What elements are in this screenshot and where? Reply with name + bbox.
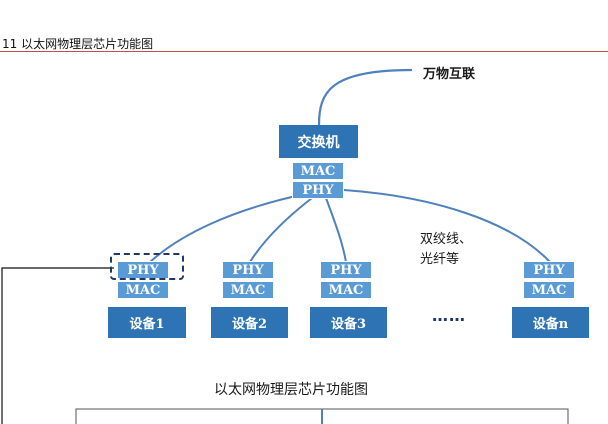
device-2-mac: MAC [222, 281, 274, 299]
link-device-n [343, 189, 551, 263]
cable-label-line-2: 光纤等 [420, 252, 460, 267]
device-3-phy: PHY [320, 261, 372, 279]
figure-caption: 11 以太网物理层芯片功能图 [2, 37, 154, 51]
device-2-phy: PHY [222, 261, 274, 279]
device-3-mac: MAC [320, 281, 372, 299]
device-n-mac: MAC [523, 281, 575, 299]
cable-label-line-1: 双绞线、 [420, 232, 473, 247]
device-1-phy: PHY [117, 261, 169, 279]
device-n-phy: PHY [523, 261, 575, 279]
link-device-1 [149, 193, 306, 263]
cable-label: 双绞线、 光纤等 [420, 230, 472, 270]
phy-highlight-dashed [110, 253, 184, 280]
switch-mac: MAC [292, 162, 344, 180]
device-2-box: 设备2 [211, 307, 288, 338]
callout-line [1, 267, 114, 424]
link-device-2 [249, 197, 313, 263]
device-1-mac: MAC [117, 281, 169, 299]
link-device-3 [325, 197, 347, 263]
device-ellipsis: …… [432, 306, 466, 325]
internet-label: 万物互联 [423, 67, 476, 82]
caption-rule [0, 51, 608, 52]
device-3-box: 设备3 [310, 307, 387, 338]
switch-box: 交换机 [279, 125, 358, 158]
device-1-box: 设备1 [108, 307, 186, 338]
switch-phy: PHY [292, 181, 344, 199]
device-n-box: 设备n [512, 307, 589, 338]
function-diagram-title: 以太网物理层芯片功能图 [214, 382, 368, 398]
internet-link [317, 68, 413, 126]
